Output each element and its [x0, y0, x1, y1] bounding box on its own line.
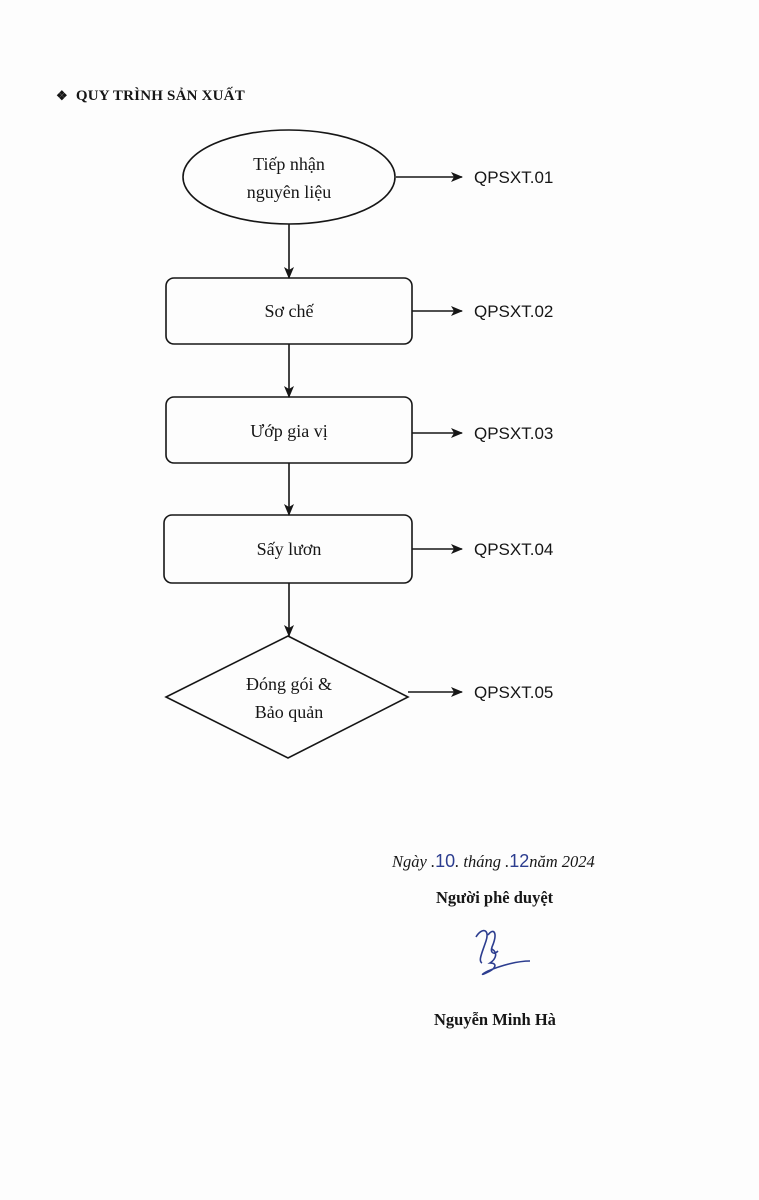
approver-role: Người phê duyệt: [436, 888, 554, 907]
step-5-label: Đóng gói &: [246, 674, 332, 694]
step-1-code: QPSXT.01: [474, 168, 553, 187]
step-3-code: QPSXT.03: [474, 424, 553, 443]
step-4-code: QPSXT.04: [474, 540, 553, 559]
approver-name: Nguyễn Minh Hà: [434, 1010, 556, 1029]
step-1-label: Tiếp nhận: [253, 154, 325, 174]
step-4-label: Sấy lươn: [257, 539, 322, 559]
date-prefix: Ngày .: [392, 852, 436, 871]
handwritten-day: 10: [435, 851, 456, 871]
step-2-code: QPSXT.02: [474, 302, 553, 321]
step-1-label: nguyên liệu: [247, 182, 331, 202]
step-5-diamond: [164, 635, 410, 759]
handwritten-month: 12: [509, 851, 530, 871]
signature: [475, 929, 531, 976]
step-1-ellipse: [182, 129, 396, 225]
step-2-label: Sơ chế: [264, 301, 314, 321]
step-5-code: QPSXT.05: [474, 683, 553, 702]
section-title: ❖ QUY TRÌNH SẢN XUẤT: [56, 88, 245, 105]
year-label: năm 2024: [529, 852, 595, 871]
section-title-text: QUY TRÌNH SẢN XUẤT: [75, 88, 245, 104]
approval-date: Ngày .10. tháng .12năm 2024: [392, 851, 595, 872]
step-3-label: Ướp gia vị: [250, 421, 327, 441]
month-label: . tháng .: [455, 852, 510, 871]
step-5-label: Bảo quản: [255, 702, 323, 722]
diamond-bullet-icon: ❖: [56, 88, 68, 103]
